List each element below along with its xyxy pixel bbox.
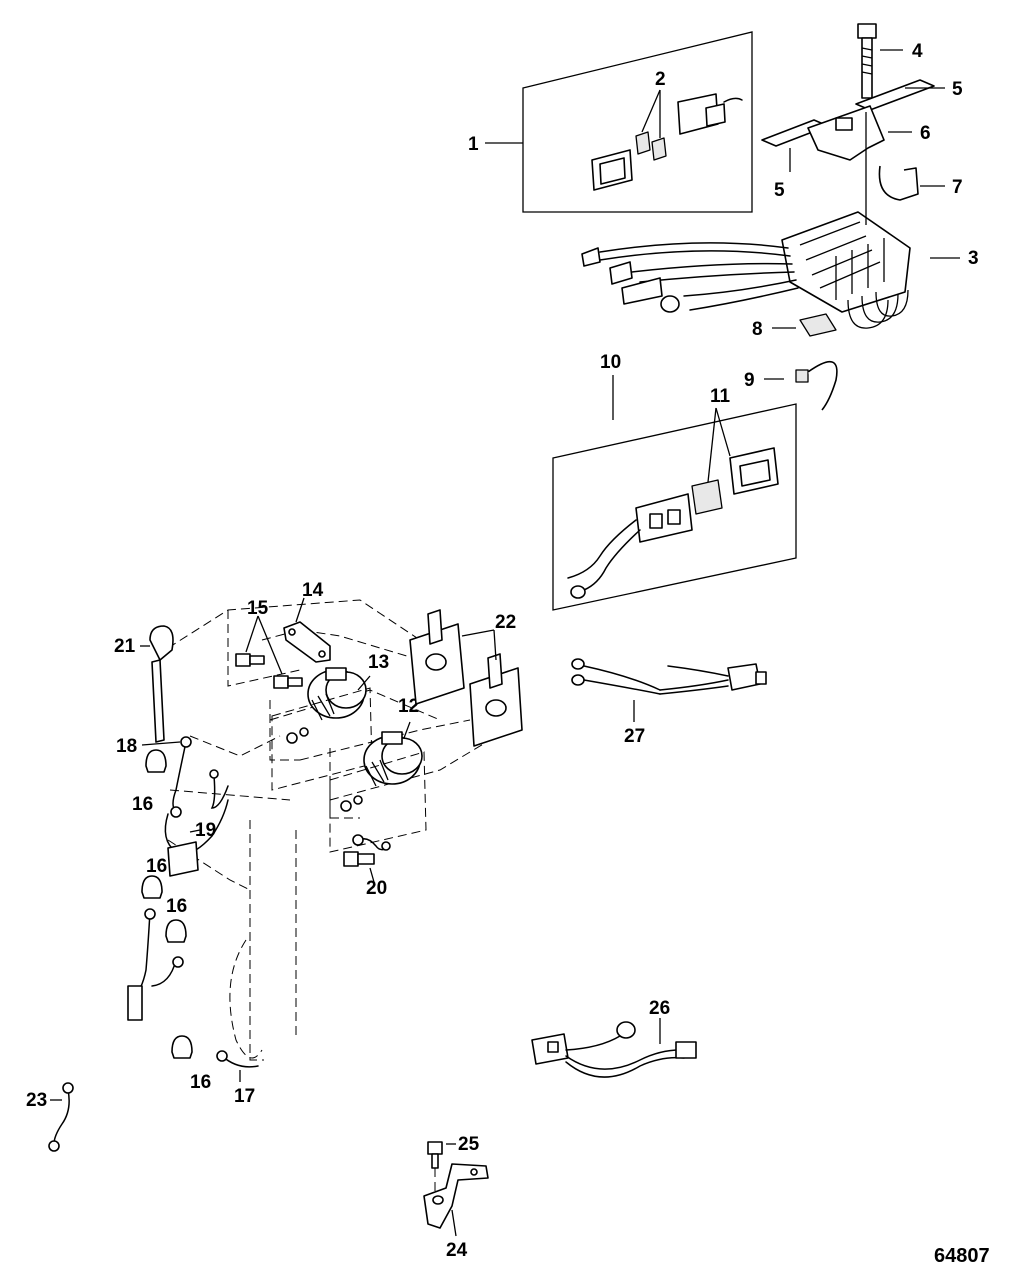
callout-5a: 5: [952, 79, 963, 100]
harness-26-end: [675, 1041, 697, 1059]
screw-25: [427, 1141, 443, 1155]
relay-clip-a: [635, 131, 651, 155]
callout-9: 9: [744, 370, 755, 391]
connector-10: [635, 493, 693, 543]
callout-11: 11: [710, 386, 731, 407]
callout-22: 22: [495, 612, 516, 633]
callout-27: 27: [624, 726, 645, 747]
cap-16d: [171, 1035, 193, 1059]
callout-16c: 16: [166, 896, 187, 917]
connector-19: [167, 841, 199, 877]
callout-12: 12: [398, 696, 419, 717]
bolt-4-head: [857, 23, 877, 39]
tie-9-head: [795, 369, 809, 383]
callout-1: 1: [468, 134, 479, 155]
cap-16c: [165, 919, 187, 943]
callout-25: 25: [458, 1134, 480, 1155]
callout-2: 2: [655, 69, 666, 90]
screw-20: [343, 851, 359, 867]
bracket-24-group: 25 24: [423, 1134, 489, 1261]
bracket-6: [807, 105, 885, 161]
callout-21: 21: [114, 636, 136, 657]
tie-9-strap: [807, 361, 838, 411]
callout-5b: 5: [774, 180, 785, 201]
callout-8: 8: [752, 319, 763, 340]
callout-6: 6: [920, 123, 931, 144]
callout-13: 13: [368, 652, 389, 673]
bracket-24: [423, 1163, 489, 1229]
callout-26: 26: [649, 998, 670, 1019]
kit-1-frame: [522, 31, 753, 213]
callout-17: 17: [234, 1086, 255, 1107]
callout-16b: 16: [146, 856, 167, 877]
screw-15b: [273, 675, 289, 689]
clip-7: [878, 165, 919, 201]
cap-16a: [145, 749, 167, 773]
relay-harness-kit-group: 10 11: [552, 352, 797, 611]
callout-3: 3: [968, 248, 979, 269]
callout-16a: 16: [132, 794, 153, 815]
pad-tie-group: 8 9: [744, 313, 838, 411]
ground-lead-23: [53, 1089, 70, 1145]
key-switch-assembly: 14 15 13 12: [114, 580, 523, 1107]
callout-4: 4: [912, 41, 923, 62]
rectifier-group: 3: [581, 211, 979, 329]
callout-10: 10: [600, 352, 621, 373]
bolt-4-shank: [861, 37, 873, 99]
callout-14: 14: [302, 580, 324, 601]
harness-27-group: 27: [571, 658, 767, 747]
figure-id: 64807: [934, 1245, 990, 1267]
bracket-group: 4 5 5 6 7: [761, 23, 963, 225]
relay-clip-b: [651, 137, 667, 161]
callout-16d: 16: [190, 1072, 211, 1093]
callout-18: 18: [116, 736, 137, 757]
callout-20: 20: [366, 878, 387, 899]
harness-26-group: 26: [531, 998, 697, 1078]
callout-24: 24: [446, 1240, 468, 1261]
cap-16b: [141, 875, 163, 899]
callout-7: 7: [952, 177, 963, 198]
callout-19: 19: [195, 820, 216, 841]
screw-15a: [235, 653, 251, 667]
pad-8: [799, 313, 837, 337]
relay-kit-group: 1 2: [468, 31, 753, 213]
clip-11: [691, 479, 723, 515]
harness-plug: [127, 985, 143, 1021]
clip-21: [149, 625, 174, 661]
callout-23: 23: [26, 1090, 47, 1111]
ground-lead-23-group: 23: [26, 1082, 74, 1152]
callout-15: 15: [247, 598, 269, 619]
